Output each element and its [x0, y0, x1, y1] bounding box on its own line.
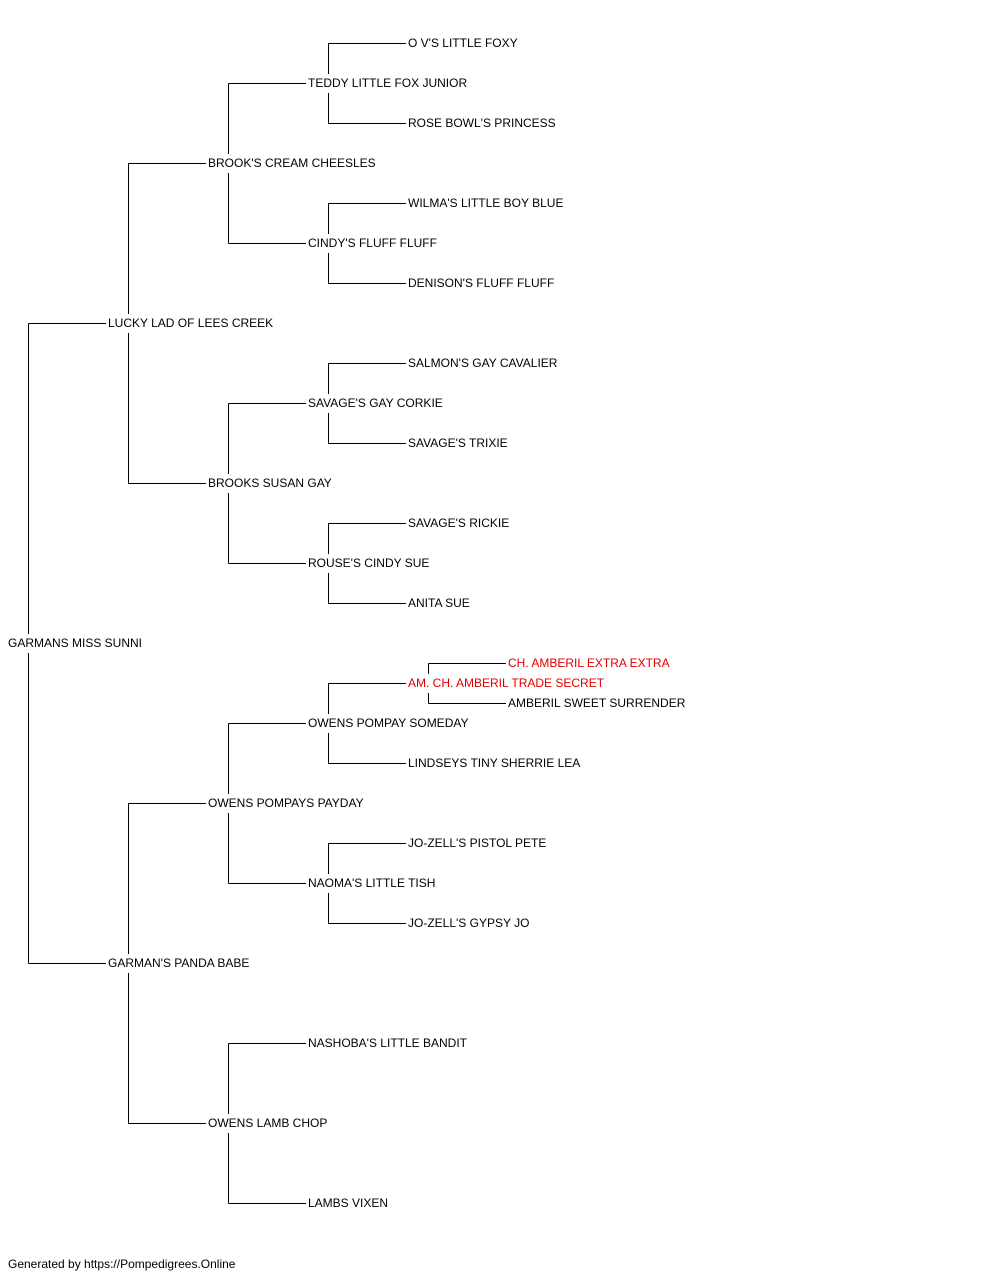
dog-jo-zell-s-gypsy-jo: JO-ZELL'S GYPSY JO — [408, 916, 530, 930]
dog-salmon-s-gay-cavalier: SALMON'S GAY CAVALIER — [408, 356, 558, 370]
dog-garman-s-panda-babe: GARMAN'S PANDA BABE — [108, 956, 250, 970]
dog-cindy-s-fluff-fluff: CINDY'S FLUFF FLUFF — [308, 236, 437, 250]
dog-o-v-s-little-foxy: O V'S LITTLE FOXY — [408, 36, 518, 50]
dog-nashoba-s-little-bandit: NASHOBA'S LITTLE BANDIT — [308, 1036, 467, 1050]
dog-lambs-vixen: LAMBS VIXEN — [308, 1196, 389, 1210]
dog-rose-bowl-s-princess: ROSE BOWL'S PRINCESS — [408, 116, 556, 130]
dog-brooks-susan-gay: BROOKS SUSAN GAY — [208, 476, 332, 490]
dog-jo-zell-s-pistol-pete: JO-ZELL'S PISTOL PETE — [408, 836, 547, 850]
dog-anita-sue: ANITA SUE — [408, 596, 470, 610]
dog-lindseys-tiny-sherrie-lea: LINDSEYS TINY SHERRIE LEA — [408, 756, 581, 770]
dog-owens-pompays-payday: OWENS POMPAYS PAYDAY — [208, 796, 364, 810]
dog-am-ch-amberil-trade-secret: AM. CH. AMBERIL TRADE SECRET — [408, 676, 605, 690]
dog-savage-s-gay-corkie: SAVAGE'S GAY CORKIE — [308, 396, 443, 410]
generated-by-footer: Generated by https://Pompedigrees.Online — [8, 1257, 236, 1271]
dog-rouse-s-cindy-sue: ROUSE'S CINDY SUE — [308, 556, 430, 570]
dog-teddy-little-fox-junior: TEDDY LITTLE FOX JUNIOR — [308, 76, 468, 90]
dog-lucky-lad-of-lees-creek: LUCKY LAD OF LEES CREEK — [108, 316, 274, 330]
dog-denison-s-fluff-fluff: DENISON'S FLUFF FLUFF — [408, 276, 555, 290]
dog-ch-amberil-extra-extra: CH. AMBERIL EXTRA EXTRA — [508, 656, 670, 670]
dog-brook-s-cream-cheesles: BROOK'S CREAM CHEESLES — [208, 156, 376, 170]
dog-wilma-s-little-boy-blue: WILMA'S LITTLE BOY BLUE — [408, 196, 564, 210]
dog-owens-pompay-someday: OWENS POMPAY SOMEDAY — [308, 716, 469, 730]
dog-naoma-s-little-tish: NAOMA'S LITTLE TISH — [308, 876, 436, 890]
dog-savage-s-rickie: SAVAGE'S RICKIE — [408, 516, 510, 530]
dog-owens-lamb-chop: OWENS LAMB CHOP — [208, 1116, 328, 1130]
dog-amberil-sweet-surrender: AMBERIL SWEET SURRENDER — [508, 696, 686, 710]
dog-savage-s-trixie: SAVAGE'S TRIXIE — [408, 436, 508, 450]
dog-garmans-miss-sunni: GARMANS MISS SUNNI — [8, 636, 143, 650]
